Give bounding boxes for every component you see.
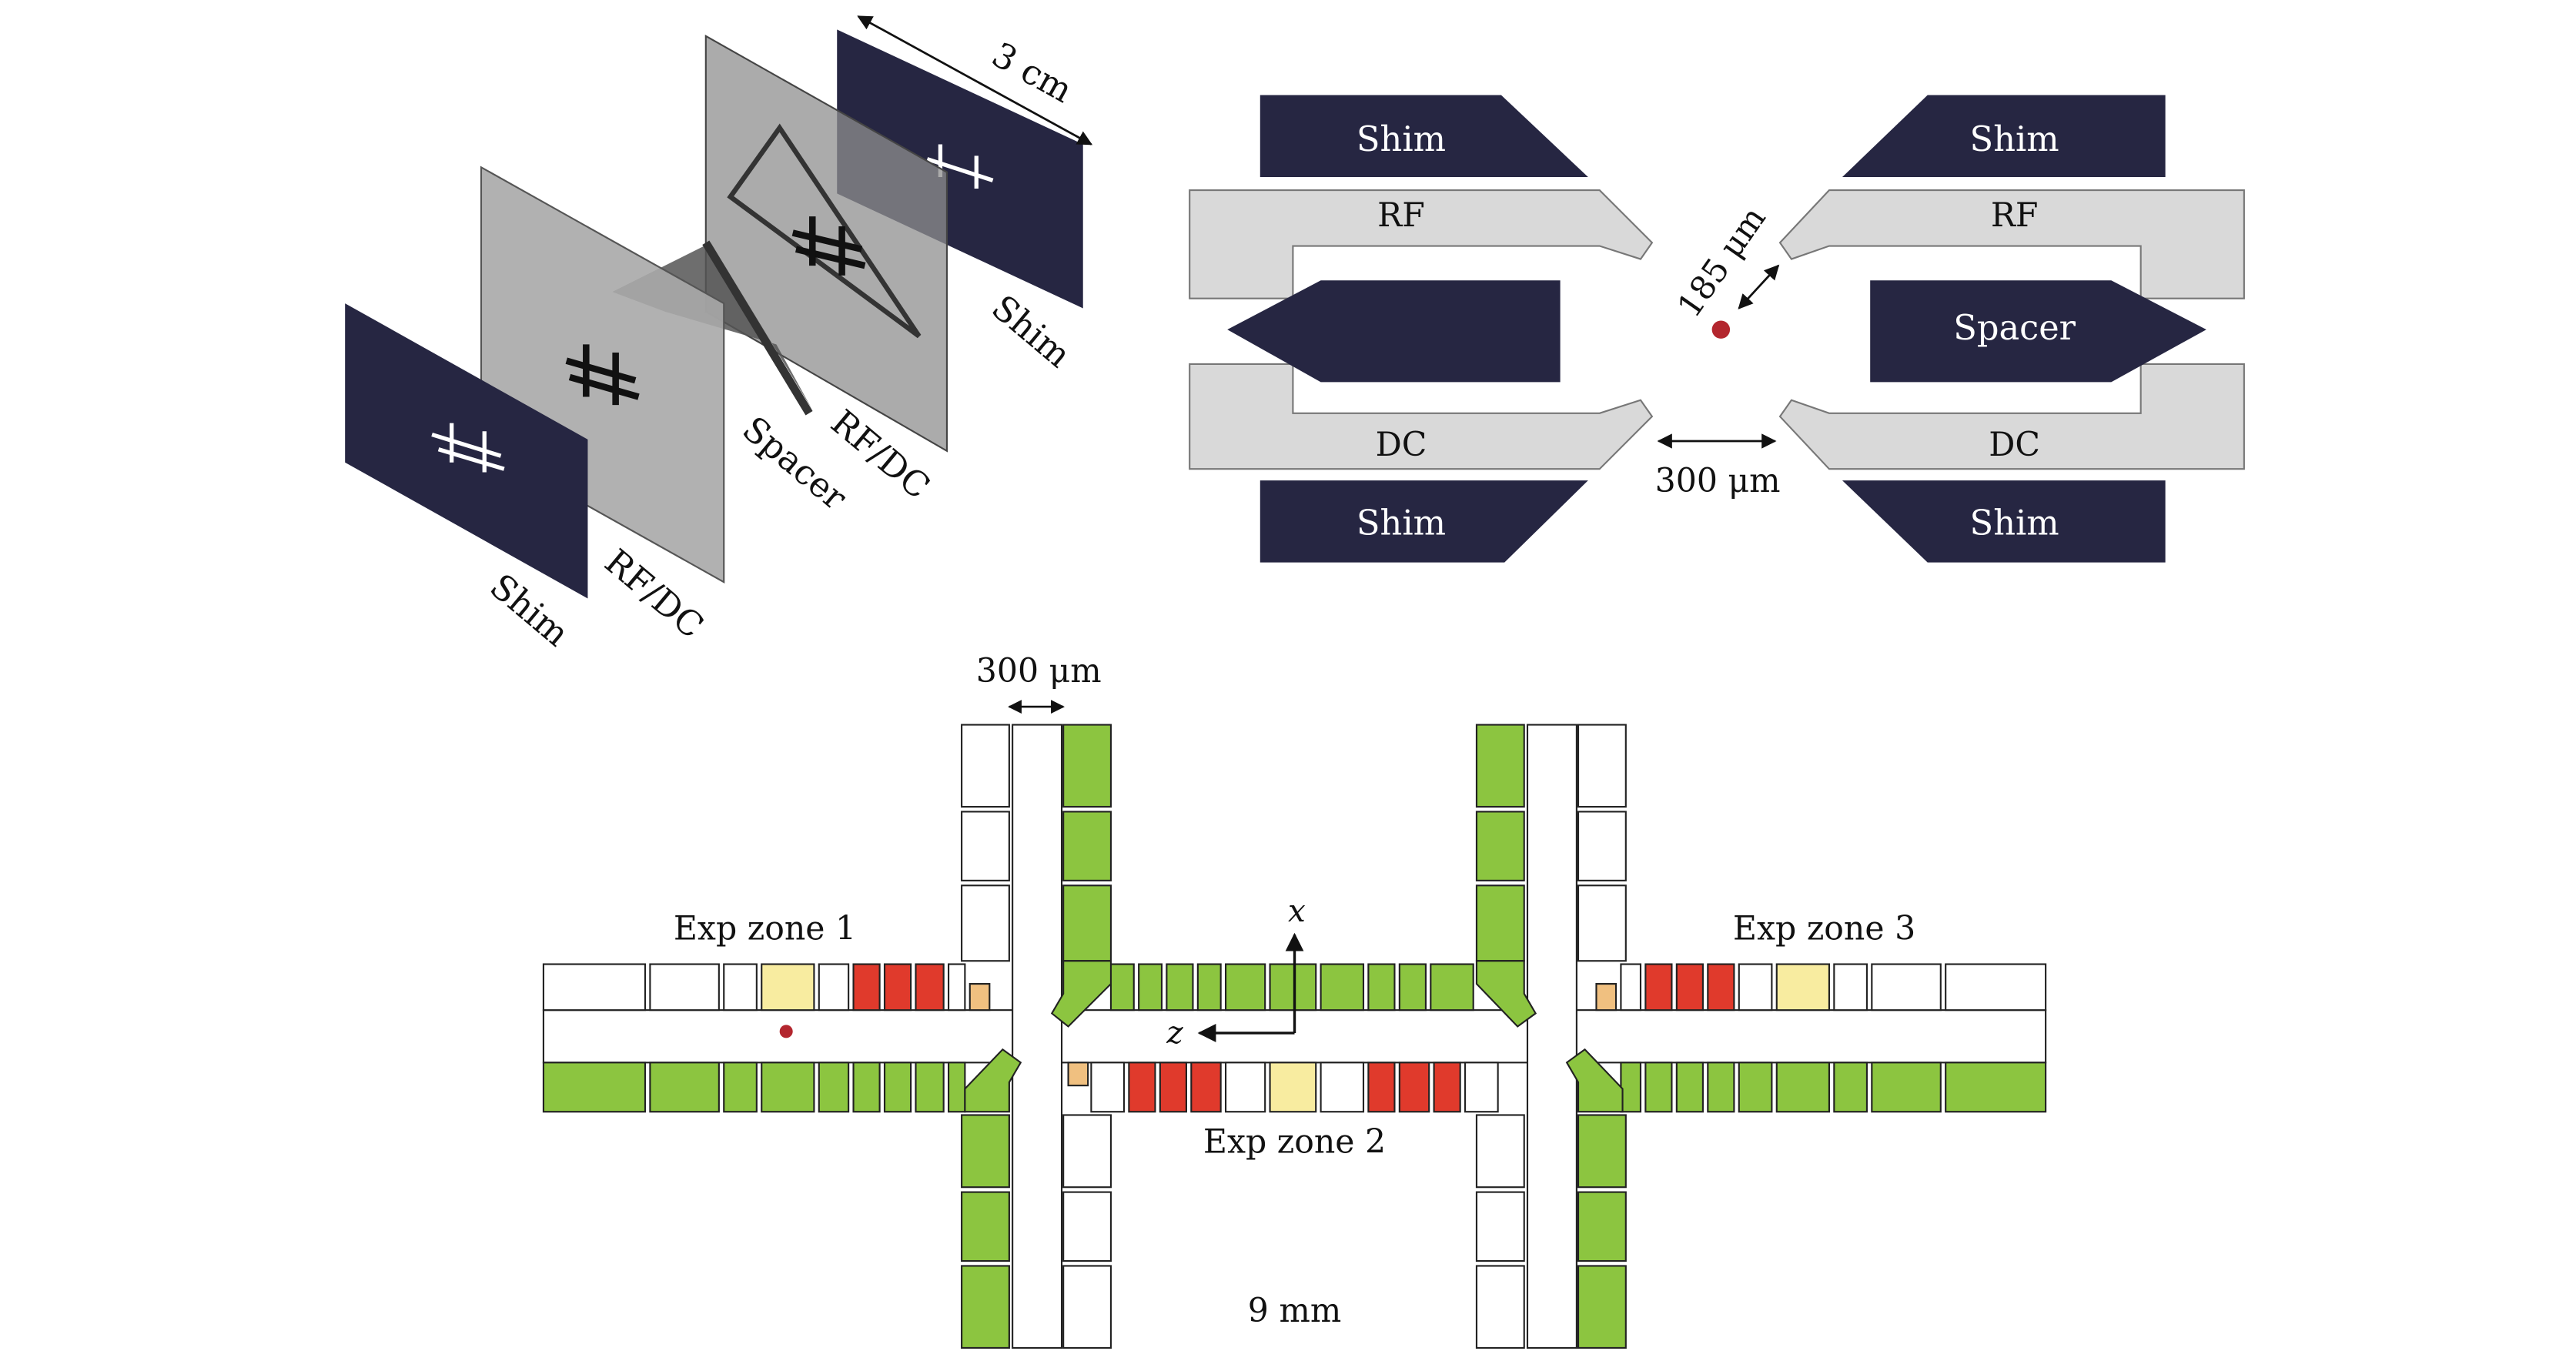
layer-label-shim-back: Shim	[984, 287, 1079, 376]
left-arm-top-electrodes	[542, 963, 991, 1012]
ion-distance-label: 185 μm	[1670, 200, 1773, 325]
back-rfdc-cross	[791, 216, 866, 276]
left-junction-sw	[964, 1048, 1022, 1113]
zone-label-2: Exp zone 2	[1203, 1122, 1386, 1161]
zone-label-1: Exp zone 1	[674, 910, 856, 948]
spacer-strut	[702, 240, 813, 416]
spacer-right	[1870, 280, 2206, 383]
dc-electrode-left	[1189, 363, 1654, 470]
dimension-label: 3 cm	[985, 34, 1079, 111]
dc-electrode-right	[1778, 363, 2245, 470]
gap-label: 300 μm	[1655, 462, 1781, 500]
right-junction-se	[1565, 1048, 1624, 1113]
exploded-view: 3 cm Shim RF/DC Spacer RF/DC Shim	[345, 15, 1093, 654]
length-label: 9 mm	[1248, 1292, 1341, 1330]
cross-section: Shim Shim Shim Shim RF RF DC DC Spacer 1…	[1189, 95, 2245, 563]
shim-label-tr: Shim	[1970, 119, 2059, 159]
right-arm-top-electrodes	[1595, 963, 2047, 1012]
shim-label-br: Shim	[1970, 502, 2059, 543]
width-label: 300 μm	[976, 652, 1102, 691]
ion-distance-arrow	[1738, 264, 1780, 309]
left-vertical-lower	[961, 1114, 1112, 1349]
right-junction-nw	[1475, 960, 1537, 1028]
layout-ion-dot	[779, 1025, 793, 1038]
right-vertical-upper	[1475, 724, 1627, 962]
rf-label-right: RF	[1991, 196, 2039, 235]
shim-top-right	[1842, 95, 2166, 178]
right-vertical-lower	[1475, 1114, 1627, 1349]
middle-top-electrodes	[1109, 963, 1474, 1012]
front-shim-slot	[431, 423, 505, 473]
right-arm-bottom-electrodes	[1620, 1062, 2047, 1113]
left-arm-bottom-electrodes	[542, 1062, 966, 1113]
shim-label-bl: Shim	[1357, 502, 1446, 543]
left-junction-ne	[1050, 960, 1112, 1028]
dc-label-right: DC	[1989, 426, 2040, 464]
front-rfdc-cross	[565, 344, 640, 406]
left-vertical-channel	[1012, 724, 1063, 1349]
middle-bottom-electrodes	[1067, 1062, 1499, 1113]
shim-top-left	[1260, 95, 1588, 178]
left-vertical-upper	[961, 724, 1112, 962]
coordinate-axes: x z	[1166, 892, 1306, 1051]
shim-bottom-right	[1842, 480, 2166, 563]
spacer-label: Spacer	[1953, 307, 2076, 348]
dimension-arrow	[857, 15, 1093, 145]
spacer-left	[1227, 280, 1561, 383]
dc-label-left: DC	[1376, 426, 1427, 464]
front-shim-plate	[345, 303, 588, 599]
axis-z-label: z	[1166, 1014, 1183, 1051]
axis-x-label: x	[1288, 892, 1306, 929]
right-vertical-channel	[1526, 724, 1577, 1349]
junction-layout	[542, 724, 2047, 1349]
ion-dot	[1711, 320, 1731, 339]
shim-label-tl: Shim	[1357, 119, 1446, 159]
back-rfdc-cutout	[727, 123, 922, 339]
rf-electrode-right	[1778, 189, 2245, 299]
zone-label-3: Exp zone 3	[1733, 910, 1915, 948]
shim-bottom-left	[1260, 480, 1588, 563]
rf-label-left: RF	[1377, 196, 1425, 235]
rf-electrode-left	[1189, 189, 1654, 299]
